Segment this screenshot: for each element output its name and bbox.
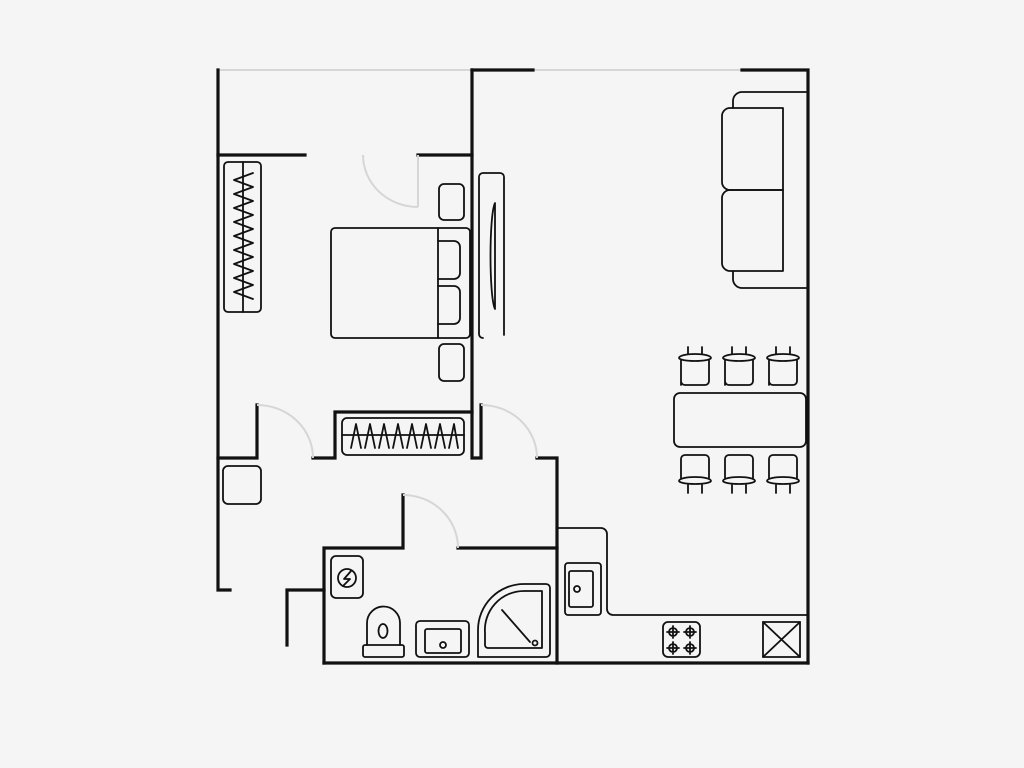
shoe-cabinet-icon <box>222 465 262 505</box>
burner-icon <box>683 641 697 655</box>
wall-entry-stub <box>285 588 326 647</box>
wardrobe-icon <box>223 161 262 313</box>
dining-table-icon <box>673 392 807 448</box>
burner-icon <box>666 641 680 655</box>
bathroom <box>330 555 551 658</box>
tv-icon <box>478 172 505 339</box>
chairs <box>678 346 800 494</box>
sofa-cushion <box>721 189 784 272</box>
kitchen-counter <box>556 527 809 616</box>
door-icon[interactable] <box>402 494 459 549</box>
chair-icon <box>766 454 800 494</box>
door-icon[interactable] <box>480 404 538 459</box>
sofa-icon <box>721 91 807 289</box>
pillow <box>437 240 461 280</box>
wall-bedroom-bottom <box>216 403 474 460</box>
water-heater-icon <box>330 555 364 599</box>
door-icon[interactable] <box>362 154 419 208</box>
door-icon[interactable] <box>256 404 314 459</box>
washbasin-icon <box>415 620 470 658</box>
burner-icon <box>683 625 697 639</box>
chair-icon <box>722 346 756 386</box>
wall-bathroom <box>322 493 559 665</box>
bed-icon <box>330 227 471 339</box>
chair-icon <box>722 454 756 494</box>
burner-icon <box>666 625 680 639</box>
shower-icon <box>477 583 551 658</box>
wall-bedroom-right <box>470 68 483 460</box>
closet-icon <box>341 417 465 456</box>
kitchen <box>556 527 809 658</box>
chair-icon <box>678 454 712 494</box>
doors <box>256 154 538 549</box>
chair-icon <box>678 346 712 386</box>
chair-icon <box>766 346 800 386</box>
wall-living-top <box>470 68 810 665</box>
nightstand-icon <box>438 183 465 221</box>
bedroom <box>223 161 471 456</box>
kitchen-sink-icon <box>564 562 602 616</box>
wall-hall-right <box>535 456 559 665</box>
fridge-icon <box>762 621 801 658</box>
toilet-icon <box>362 605 405 658</box>
nightstand-icon <box>438 343 465 382</box>
wall-left <box>216 68 232 592</box>
walls <box>216 68 810 665</box>
stove-icon <box>662 621 701 658</box>
living-room <box>478 91 807 494</box>
pillow <box>437 285 461 325</box>
